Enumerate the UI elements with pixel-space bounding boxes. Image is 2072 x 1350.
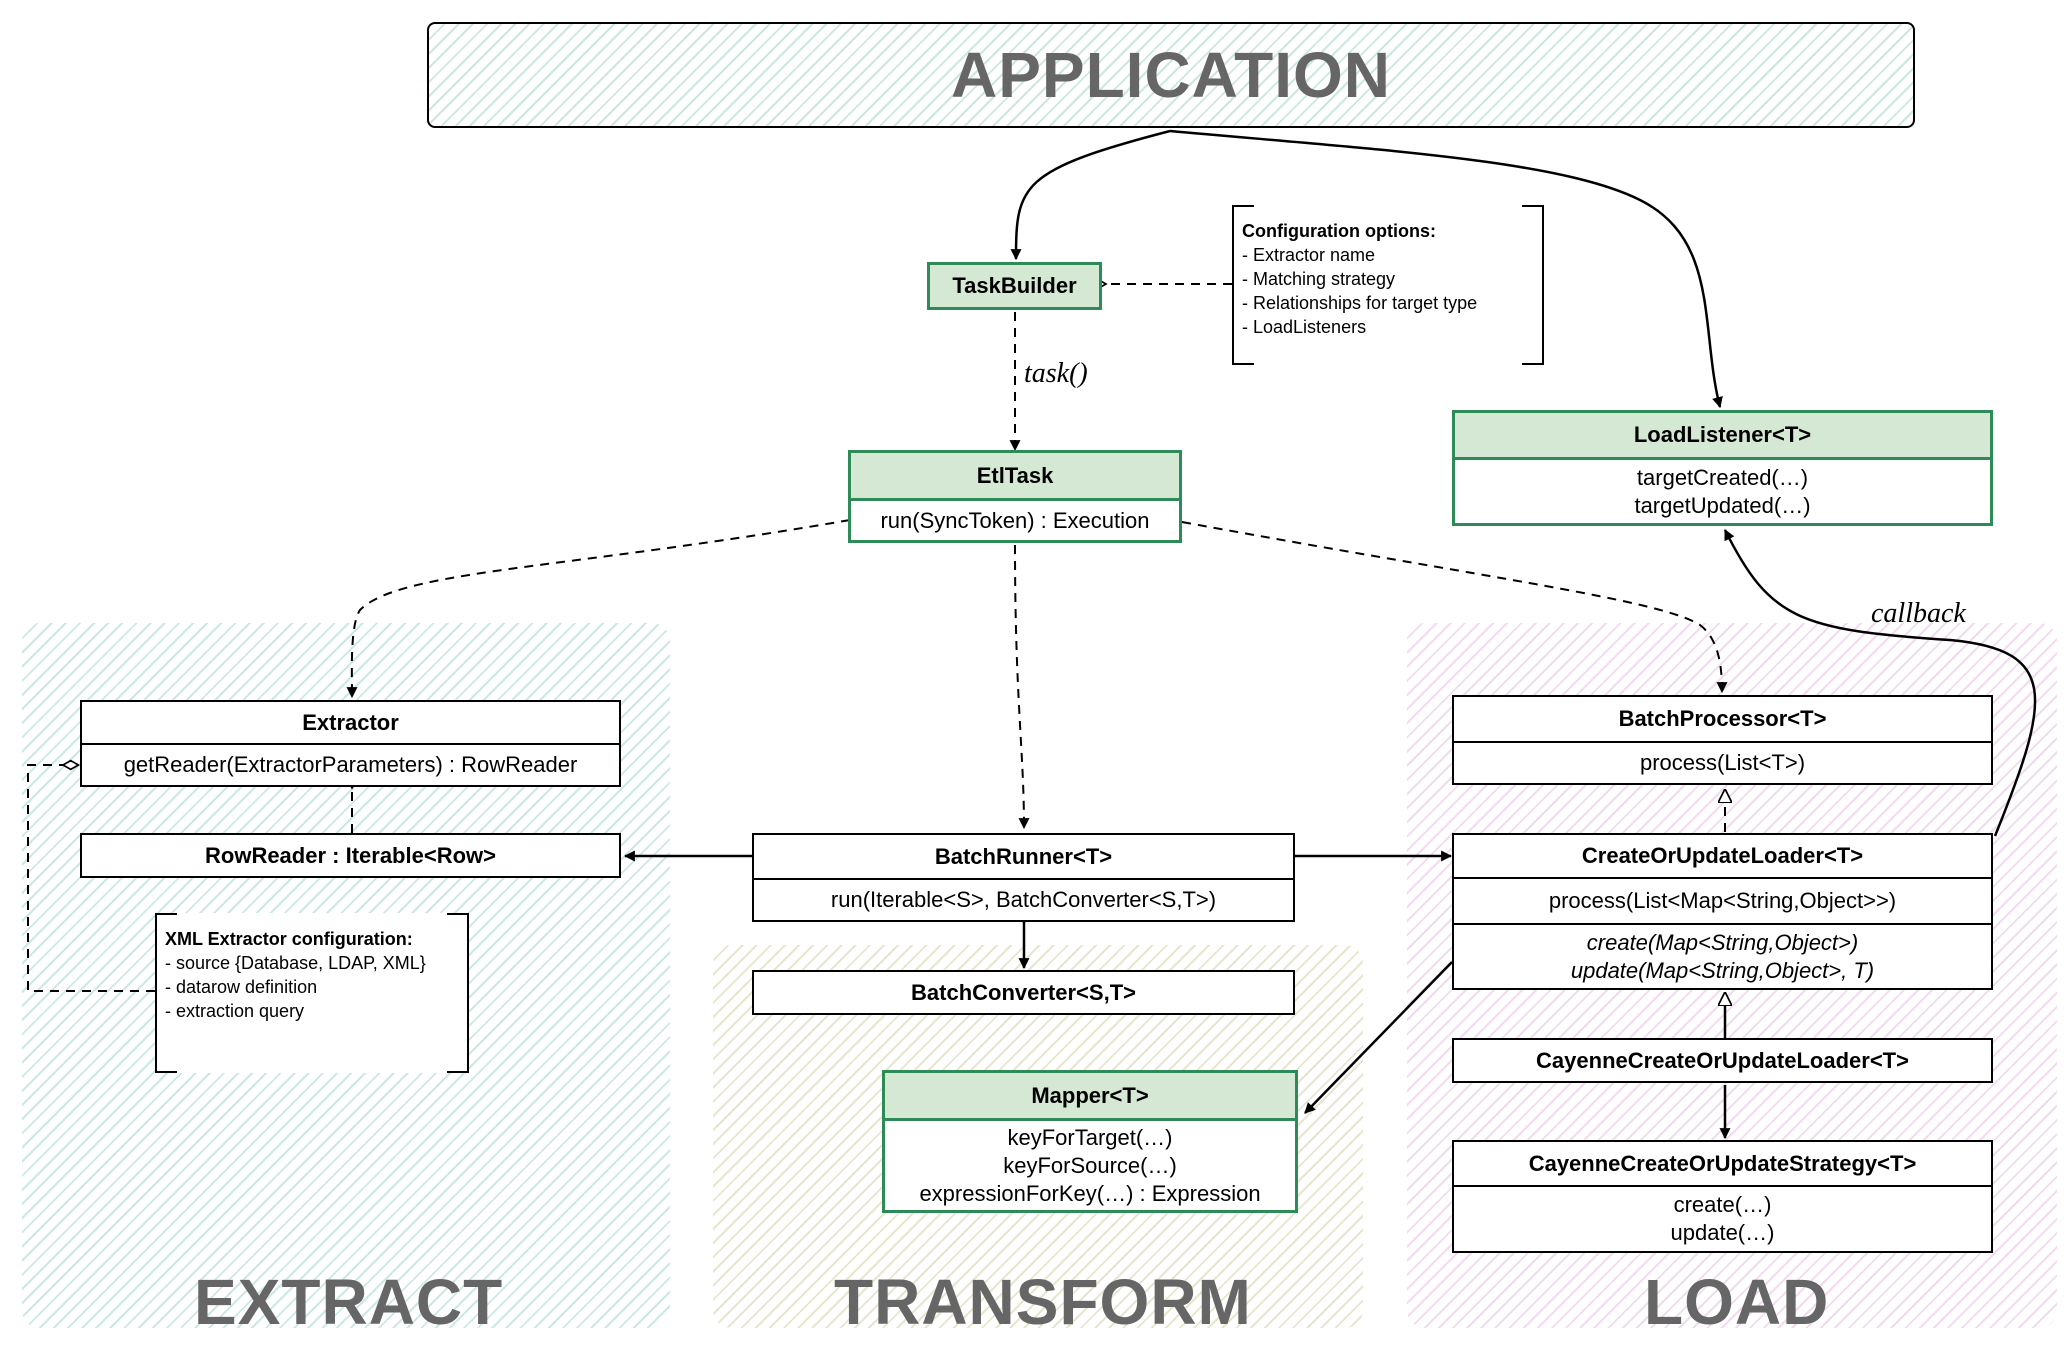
batchrunner-method: run(Iterable<S>, BatchConverter<S,T>) — [830, 887, 1217, 912]
createorupdateloader-name: CreateOrUpdateLoader<T> — [1581, 843, 1864, 868]
createorupdateloader-methods: process(List<Map<String,Object>>) — [1454, 877, 1991, 923]
createorupdateloader-abstract-method: update(Map<String,Object>, T) — [1570, 957, 1875, 983]
batchprocessor-class: BatchProcessor<T> process(List<T>) — [1452, 695, 1993, 785]
application-title: APPLICATION — [950, 39, 1392, 111]
config-note-title: Configuration options: — [1242, 221, 1436, 241]
xml-note-bracket-left — [155, 913, 177, 1073]
xml-note-item: - source {Database, LDAP, XML} — [165, 953, 426, 973]
load-zone-label: LOAD — [1644, 1266, 1830, 1338]
task-edge-label: task() — [1024, 358, 1088, 389]
mapper-name: Mapper<T> — [885, 1073, 1295, 1118]
createorupdateloader-abstract-methods: create(Map<String,Object>) update(Map<St… — [1454, 923, 1991, 988]
batchrunner-name: BatchRunner<T> — [934, 843, 1113, 869]
mapper-method: expressionForKey(…) : Expression — [919, 1180, 1261, 1206]
config-note-item: - Extractor name — [1242, 245, 1376, 265]
edge-loader-loadlistener — [1723, 529, 2037, 837]
config-note-bracket-right — [1522, 205, 1544, 365]
transform-zone-label: TRANSFORM — [834, 1266, 1252, 1338]
config-note: Configuration options: - Extractor name … — [1232, 205, 1544, 365]
mapper-class: Mapper<T> keyForTarget(…) keyForSource(…… — [882, 1070, 1298, 1213]
edge-etltask-batchrunner — [1014, 544, 1030, 830]
config-note-bracket-left — [1232, 205, 1254, 365]
taskbuilder-name: TaskBuilder — [930, 265, 1099, 307]
cayennestrategy-methods: create(…) update(…) — [1454, 1185, 1991, 1251]
rowreader-name: RowReader : Iterable<Row> — [205, 842, 496, 868]
cayennestrategy-method: update(…) — [1670, 1220, 1775, 1245]
rowreader-class: RowReader : Iterable<Row> — [80, 833, 621, 878]
edge-app-taskbuilder — [1010, 129, 1171, 261]
batchprocessor-method: process(List<T>) — [1639, 750, 1806, 775]
loadlistener-method: targetUpdated(…) — [1634, 492, 1811, 518]
cayenneloader-class: CayenneCreateOrUpdateLoader<T> — [1452, 1038, 1993, 1083]
callback-edge-label: callback — [1871, 598, 1966, 629]
edge-etltask-batchprocessor — [1181, 521, 1728, 694]
extractor-method: getReader(ExtractorParameters) : RowRead… — [123, 752, 578, 777]
config-note-item: - Relationships for target type — [1242, 293, 1478, 313]
extractor-class: Extractor getReader(ExtractorParameters)… — [80, 700, 621, 787]
application-box: APPLICATION — [427, 22, 1915, 128]
batchconverter-class: BatchConverter<S,T> — [752, 970, 1295, 1015]
config-note-item: - Matching strategy — [1242, 269, 1396, 289]
createorupdateloader-abstract-method: create(Map<String,Object>) — [1586, 929, 1859, 955]
extractor-name: Extractor — [302, 709, 399, 735]
createorupdateloader-method: process(List<Map<String,Object>>) — [1548, 888, 1897, 913]
batchrunner-class: BatchRunner<T> run(Iterable<S>, BatchCon… — [752, 833, 1295, 922]
etltask-methods: run(SyncToken) : Execution — [851, 498, 1179, 540]
xml-note-bracket-right — [447, 913, 469, 1073]
edge-xmlnote-extractor — [27, 765, 155, 992]
batchprocessor-name: BatchProcessor<T> — [1618, 706, 1827, 731]
etltask-name: EtlTask — [851, 453, 1179, 498]
batchprocessor-methods: process(List<T>) — [1454, 741, 1991, 783]
edge-app-loadlistener — [1169, 129, 1723, 409]
extractor-methods: getReader(ExtractorParameters) : RowRead… — [82, 743, 619, 785]
cayenneloader-name: CayenneCreateOrUpdateLoader<T> — [1536, 1047, 1909, 1073]
batchrunner-methods: run(Iterable<S>, BatchConverter<S,T>) — [754, 878, 1293, 920]
loadlistener-name: LoadListener<T> — [1455, 413, 1990, 457]
loadlistener-method: targetCreated(…) — [1636, 464, 1809, 490]
xml-note-title: XML Extractor configuration: — [165, 929, 413, 949]
mapper-methods: keyForTarget(…) keyForSource(…) expressi… — [885, 1118, 1295, 1210]
config-note-item: - LoadListeners — [1242, 317, 1367, 337]
xml-note-item: - datarow definition — [165, 977, 318, 997]
loadlistener-class: LoadListener<T> targetCreated(…) targetU… — [1452, 410, 1993, 526]
edge-etltask-extractor — [346, 519, 851, 699]
createorupdateloader-class: CreateOrUpdateLoader<T> process(List<Map… — [1452, 833, 1993, 990]
batchconverter-name: BatchConverter<S,T> — [911, 979, 1136, 1005]
mapper-method: keyForSource(…) — [1003, 1152, 1177, 1178]
cayennestrategy-name: CayenneCreateOrUpdateStrategy<T> — [1528, 1150, 1917, 1176]
mapper-method: keyForTarget(…) — [1007, 1124, 1173, 1150]
edge-loader-mapper — [1304, 961, 1453, 1114]
etltask-class: EtlTask run(SyncToken) : Execution — [848, 450, 1182, 543]
etltask-method: run(SyncToken) : Execution — [880, 507, 1150, 533]
cayennestrategy-class: CayenneCreateOrUpdateStrategy<T> create(… — [1452, 1140, 1993, 1253]
loadlistener-methods: targetCreated(…) targetUpdated(…) — [1455, 457, 1990, 523]
extract-zone-label: EXTRACT — [194, 1266, 504, 1338]
xml-extractor-note: XML Extractor configuration: - source {D… — [155, 913, 469, 1073]
xml-note-item: - extraction query — [165, 1001, 305, 1021]
cayennestrategy-method: create(…) — [1673, 1192, 1772, 1217]
taskbuilder-class: TaskBuilder — [927, 262, 1102, 310]
